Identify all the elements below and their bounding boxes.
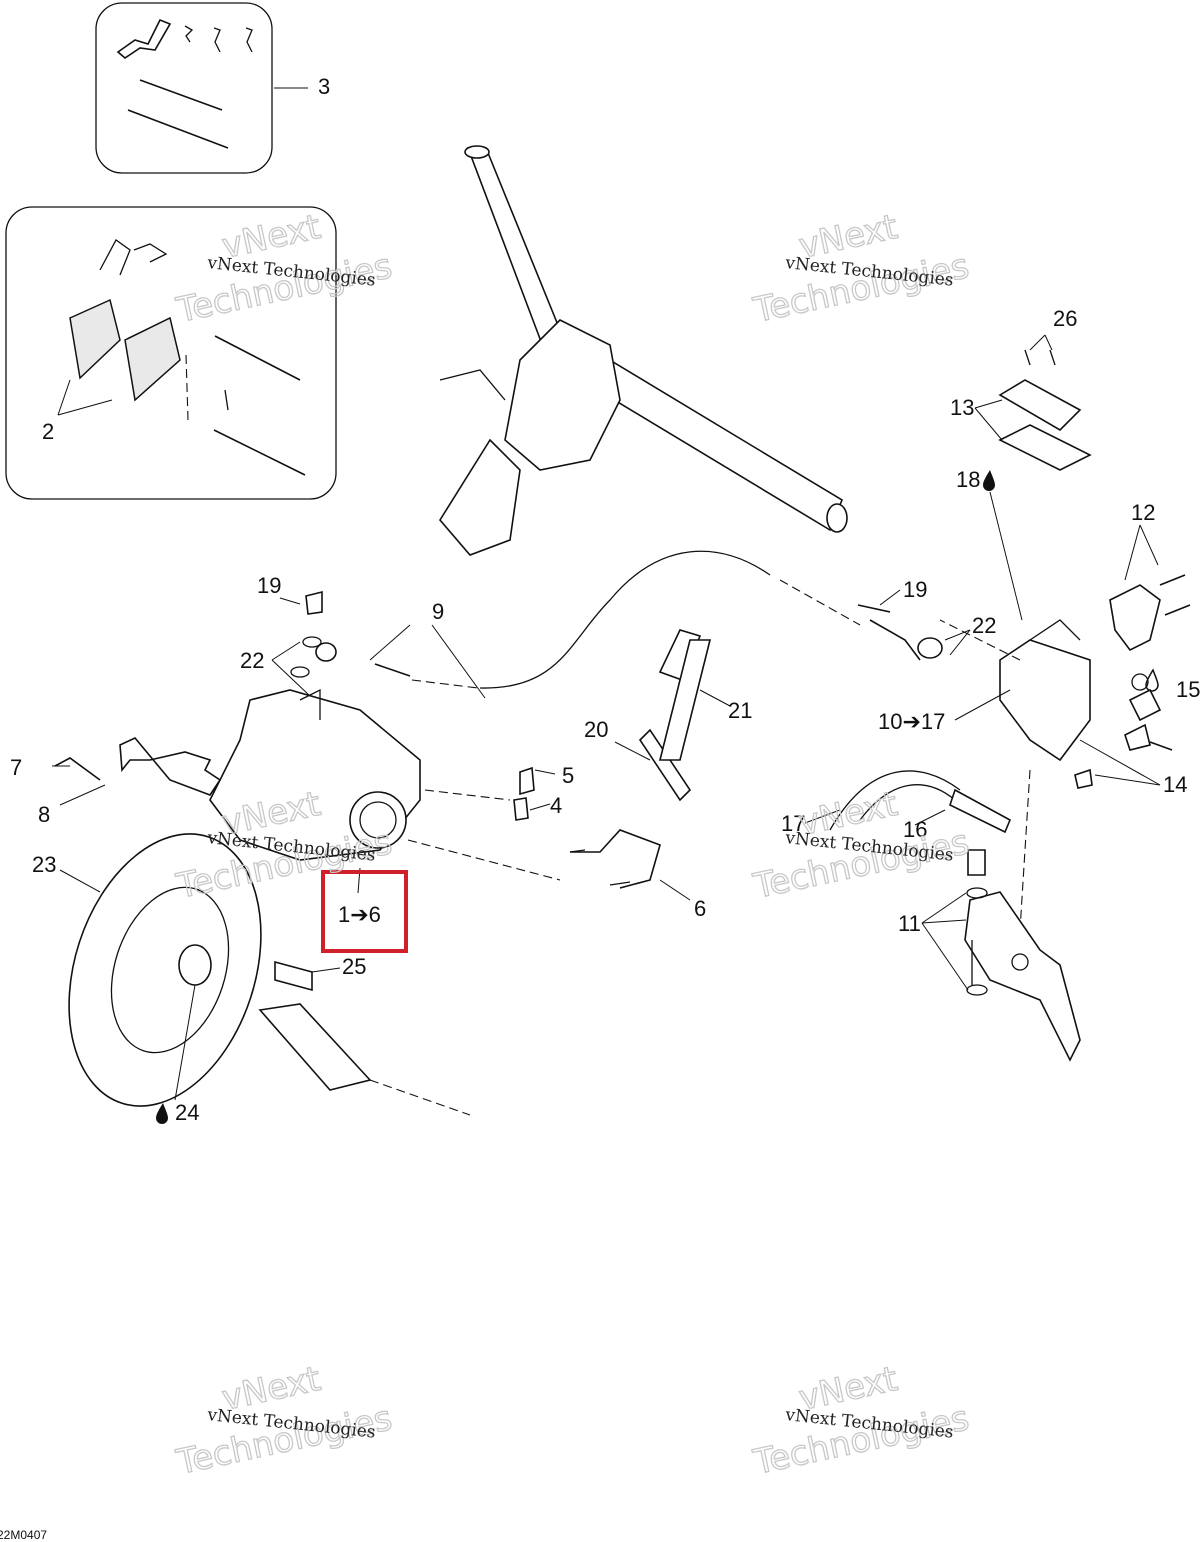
label-5: 5 [562, 763, 574, 788]
label-2: 2 [42, 419, 54, 444]
label-14: 14 [1163, 772, 1187, 797]
cable-tie-and-sleeve [638, 629, 712, 802]
watermark-bottom-left: vNext Technologies vNext Technologies [172, 1358, 396, 1483]
brake-disc [68, 833, 262, 1107]
bleeder-screw [513, 766, 535, 821]
label-9: 9 [432, 599, 444, 624]
diagram-code: 22M0407 [0, 1528, 47, 1542]
label-10-17: 10➔17 [878, 709, 945, 734]
label-17: 17 [781, 811, 805, 836]
inset-box-pads [5, 206, 337, 500]
label-8: 8 [38, 802, 50, 827]
callout-labels: 3 2 26 13 18 12 19 19 9 22 22 15 21 20 1… [10, 74, 1200, 1125]
label-16: 16 [903, 817, 927, 842]
label-22-left: 22 [240, 648, 264, 673]
label-4: 4 [550, 793, 562, 818]
label-15: 15 [1176, 677, 1200, 702]
label-21: 21 [728, 698, 752, 723]
label-12: 12 [1131, 500, 1155, 525]
grease-icon [1145, 668, 1159, 692]
oil-drop-icon [983, 470, 995, 491]
master-cylinder [939, 349, 1191, 931]
caliper-bracket [54, 737, 222, 796]
handlebar [439, 145, 848, 556]
watermark-top-right: vNext Technologies vNext Technologies [749, 206, 973, 331]
label-19-left: 19 [257, 573, 281, 598]
highlight-box [321, 870, 408, 953]
label-25: 25 [342, 954, 366, 979]
label-13: 13 [950, 395, 974, 420]
label-11: 11 [898, 911, 921, 936]
label-23: 23 [32, 852, 56, 877]
brake-hose [315, 550, 943, 689]
label-20: 20 [584, 717, 608, 742]
key-and-shaft [258, 960, 471, 1116]
watermark-mid-right: vNext Technologies vNext Technologies [749, 783, 973, 907]
banjo-bolt-right [857, 604, 891, 613]
label-1-6: 1➔6 [338, 902, 381, 927]
watermark-top-left: vNext Technologies vNext Technologies [172, 206, 396, 331]
label-6: 6 [694, 896, 706, 921]
leader-lines [52, 87, 1161, 1101]
label-19-right: 19 [903, 577, 927, 602]
label-22-right: 22 [972, 613, 996, 638]
brake-lever [964, 849, 1081, 1062]
oil-drop-icon [156, 1103, 168, 1124]
brake-caliper [209, 590, 561, 881]
label-3: 3 [318, 74, 330, 99]
label-18: 18 [956, 467, 980, 492]
watermark-bottom-right: vNext Technologies vNext Technologies [749, 1358, 973, 1483]
inset-box-pins [95, 2, 273, 174]
label-24: 24 [175, 1100, 199, 1125]
brake-light-switch [829, 770, 1012, 834]
label-26: 26 [1053, 306, 1077, 331]
label-7: 7 [10, 755, 22, 780]
caliper-bridge-tube [569, 829, 661, 889]
